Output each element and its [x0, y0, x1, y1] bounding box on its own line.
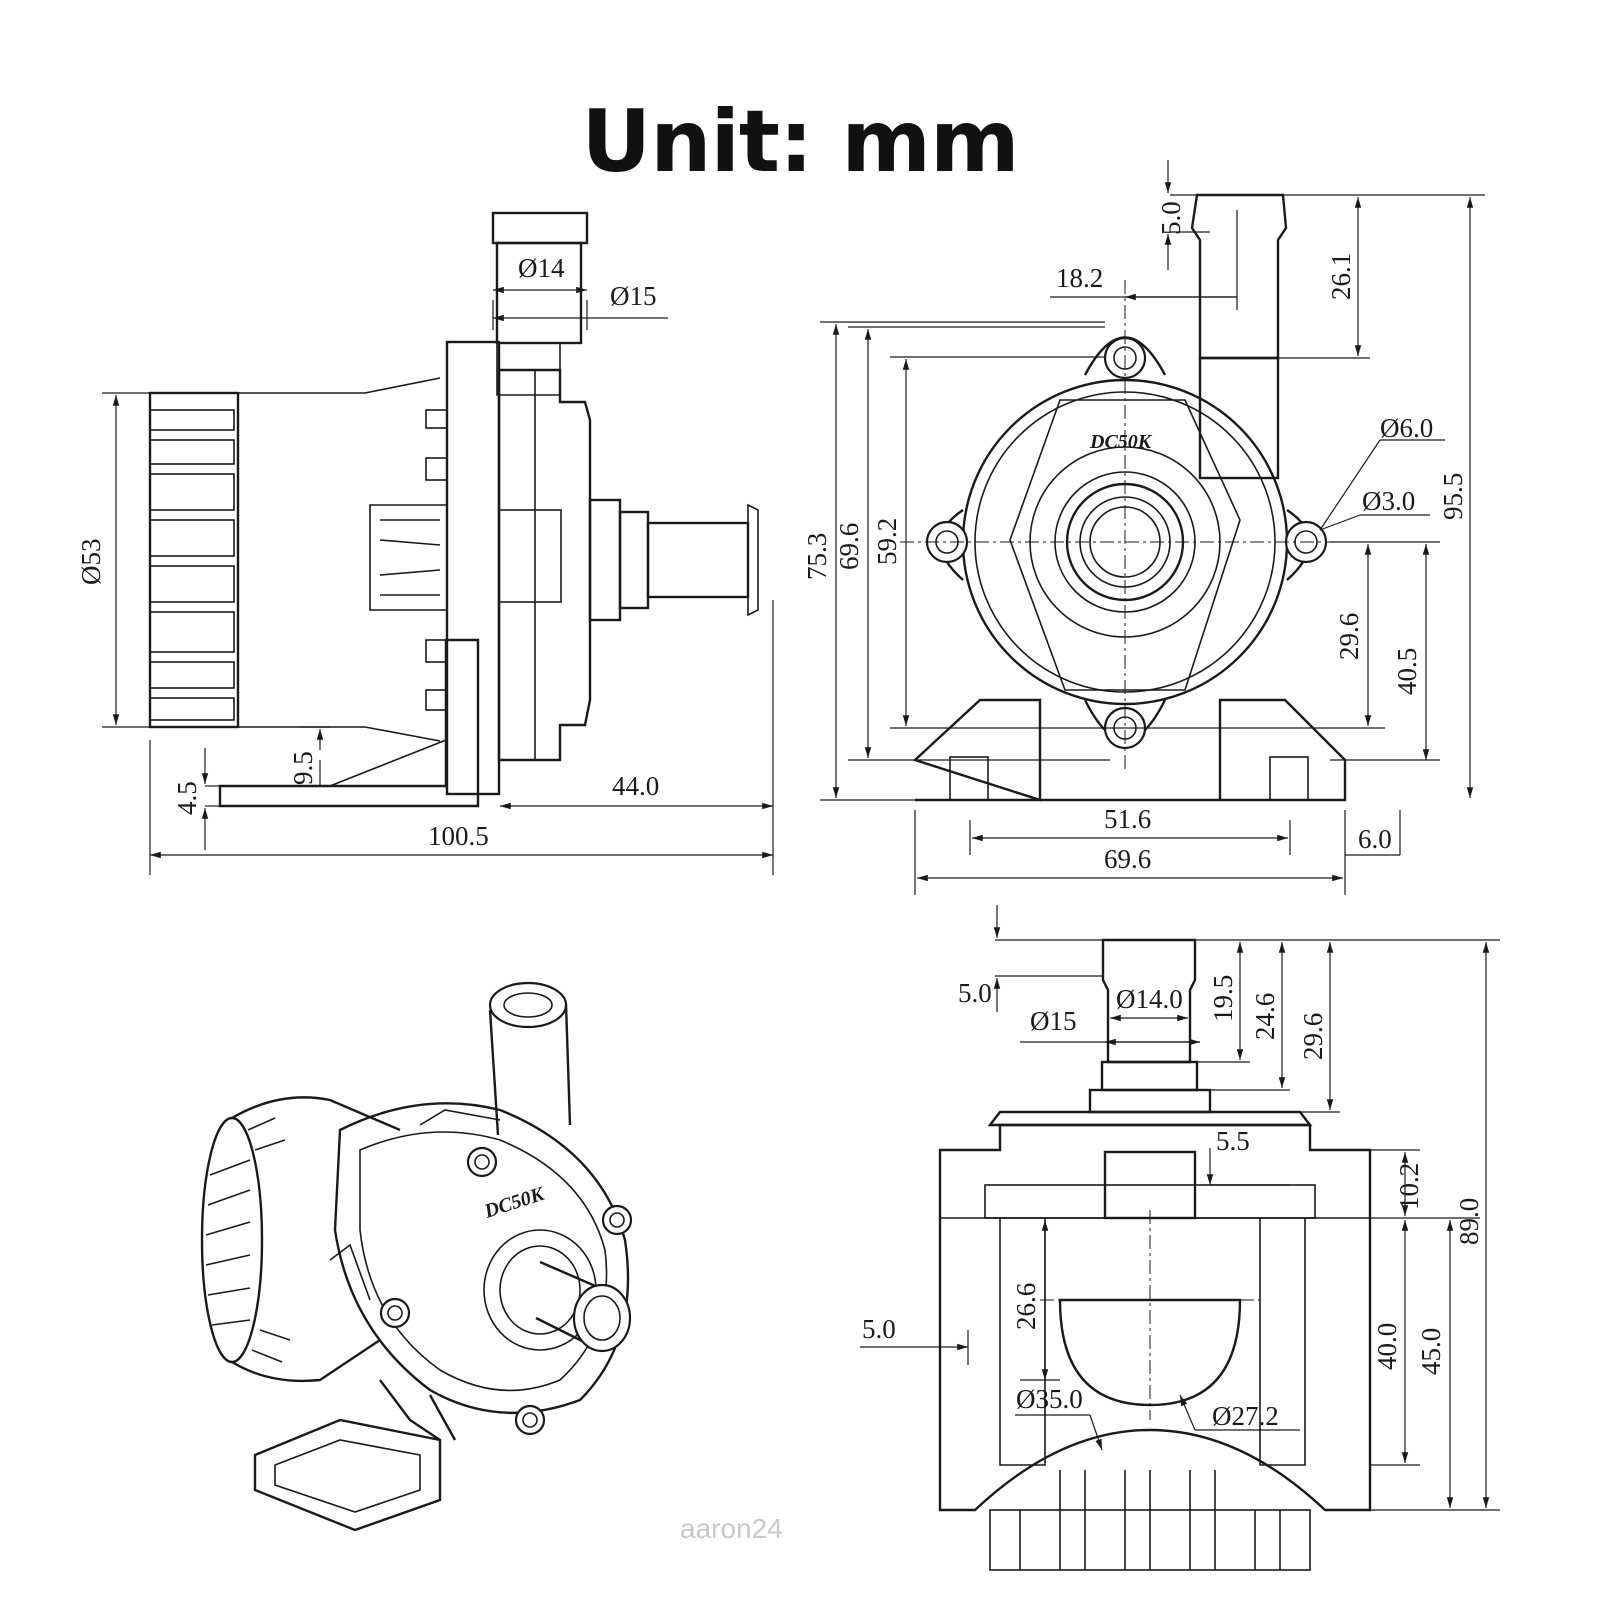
- housing-fins: [149, 409, 235, 721]
- dim-base-slot-span: 51.6: [1104, 804, 1151, 834]
- dim-leg-45: 45.0: [1416, 1328, 1446, 1375]
- dim-hole-outer: Ø6.0: [1380, 413, 1433, 443]
- perspective-outlet: [488, 981, 568, 1029]
- dim-foot-height: 9.5: [288, 751, 318, 785]
- side-view: Ø14 Ø15 Ø53 9.5 4.5 44.0 100.5: [76, 211, 774, 875]
- dim-nozzle-24-6: 24.6: [1250, 993, 1280, 1040]
- brand-logo: DC50K: [1089, 431, 1153, 453]
- dim-flange-thickness: 10.2: [1394, 1163, 1424, 1210]
- dim-bowl-depth: 26.6: [1011, 1283, 1041, 1330]
- unit-title: Unit: mm: [581, 92, 1019, 192]
- inlet-nozzle: [646, 521, 750, 599]
- dim-body-height: 75.3: [802, 533, 832, 580]
- top-view-fins: [989, 1470, 1311, 1571]
- mounting-bracket: [218, 638, 480, 808]
- dim-top-nozzle-lip: 5.0: [958, 978, 992, 1008]
- dim-center-to-lower-hole: 29.6: [1334, 613, 1364, 660]
- perspective-motor-end: [200, 1116, 264, 1364]
- dim-top-outer-dia: Ø15: [1030, 1006, 1077, 1036]
- dim-upper-hole-to-base: 69.6: [834, 523, 864, 570]
- dim-nozzle-length: 44.0: [612, 771, 659, 801]
- outlet-nozzle-tip: [491, 211, 589, 245]
- pump-body: [497, 368, 592, 762]
- front-outlet-tube: [1190, 193, 1288, 360]
- top-body: [938, 1123, 1372, 1512]
- dim-total-height: 95.5: [1438, 473, 1468, 520]
- mounting-flange: [445, 340, 501, 796]
- watermark: aaron24: [680, 1513, 783, 1544]
- dim-nozzle-29-6: 29.6: [1298, 1013, 1328, 1060]
- motor-housing: [148, 391, 240, 729]
- dim-nozzle-19-5: 19.5: [1208, 975, 1238, 1022]
- dim-hole-pitch: 59.2: [872, 518, 902, 565]
- dim-foot-thickness: 4.5: [172, 781, 202, 815]
- top-dimensions: 5.0 Ø15 Ø14.0 19.5 24.6 29.6 5.5 10.2 89…: [860, 905, 1500, 1511]
- dim-tube-lip: 5.0: [1156, 201, 1186, 235]
- dim-outlet-height: 26.1: [1326, 253, 1356, 300]
- side-dimensions: Ø14 Ø15 Ø53 9.5 4.5 44.0 100.5: [76, 253, 774, 875]
- dim-total-length: 100.5: [428, 821, 489, 851]
- perspective-view: DC50K aaron24: [200, 981, 783, 1544]
- dim-base-width: 69.6: [1104, 844, 1151, 874]
- dim-outlet-outer-dia: Ø15: [610, 281, 657, 311]
- perspective-fins: [205, 1117, 291, 1363]
- dim-arch-dia: Ø35.0: [1016, 1384, 1083, 1414]
- front-dimensions: 5.0 18.2 26.1 Ø6.0 Ø3.0 95.5 75.3 69.6 5…: [802, 160, 1485, 895]
- dim-top-total: 89.0: [1454, 1198, 1484, 1245]
- perspective-inlet: [572, 1283, 632, 1353]
- dim-leg-40: 40.0: [1372, 1323, 1402, 1370]
- perspective-bracket: [253, 1418, 442, 1532]
- top-view: 5.0 Ø15 Ø14.0 19.5 24.6 29.6 5.5 10.2 89…: [860, 905, 1500, 1571]
- dim-base-thickness: 6.0: [1358, 824, 1392, 854]
- dim-housing-dia: Ø53: [76, 539, 106, 586]
- front-view: DC50K: [802, 160, 1485, 895]
- dim-hole-inner: Ø3.0: [1362, 486, 1415, 516]
- dim-boss-height: 5.5: [1216, 1126, 1250, 1156]
- dim-outlet-offset: 18.2: [1056, 263, 1103, 293]
- dim-bowl-dia: Ø27.2: [1212, 1401, 1279, 1431]
- dim-top-inner-dia: Ø14.0: [1116, 984, 1183, 1014]
- perspective-logo: DC50K: [481, 1182, 548, 1223]
- dim-rib-width: 5.0: [862, 1314, 896, 1344]
- dim-center-to-base: 40.5: [1392, 648, 1422, 695]
- dim-outlet-inner-dia: Ø14: [518, 253, 565, 283]
- mounting-ears: [925, 336, 1328, 750]
